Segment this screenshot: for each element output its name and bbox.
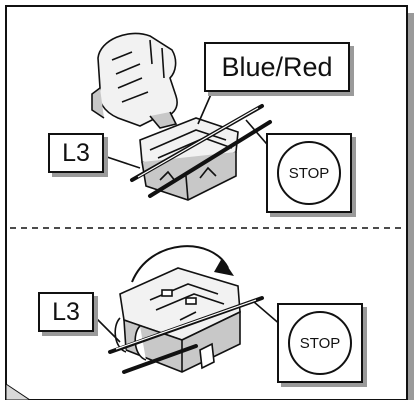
- terminal-label-top: L3: [48, 133, 104, 173]
- wire-colour-label: Blue/Red: [204, 42, 350, 92]
- stop-sign-top-text: STOP: [277, 141, 341, 205]
- connector-closed-illustration: [114, 267, 241, 373]
- stop-sign-bottom-text: STOP: [288, 311, 352, 375]
- close-arrow-head: [214, 258, 234, 276]
- terminal-label-bottom: L3: [38, 292, 94, 332]
- page-corner: [5, 383, 31, 400]
- close-arrow: [131, 245, 229, 283]
- stop-sign-bottom: STOP: [277, 303, 363, 383]
- stop-sign-top: STOP: [266, 133, 352, 213]
